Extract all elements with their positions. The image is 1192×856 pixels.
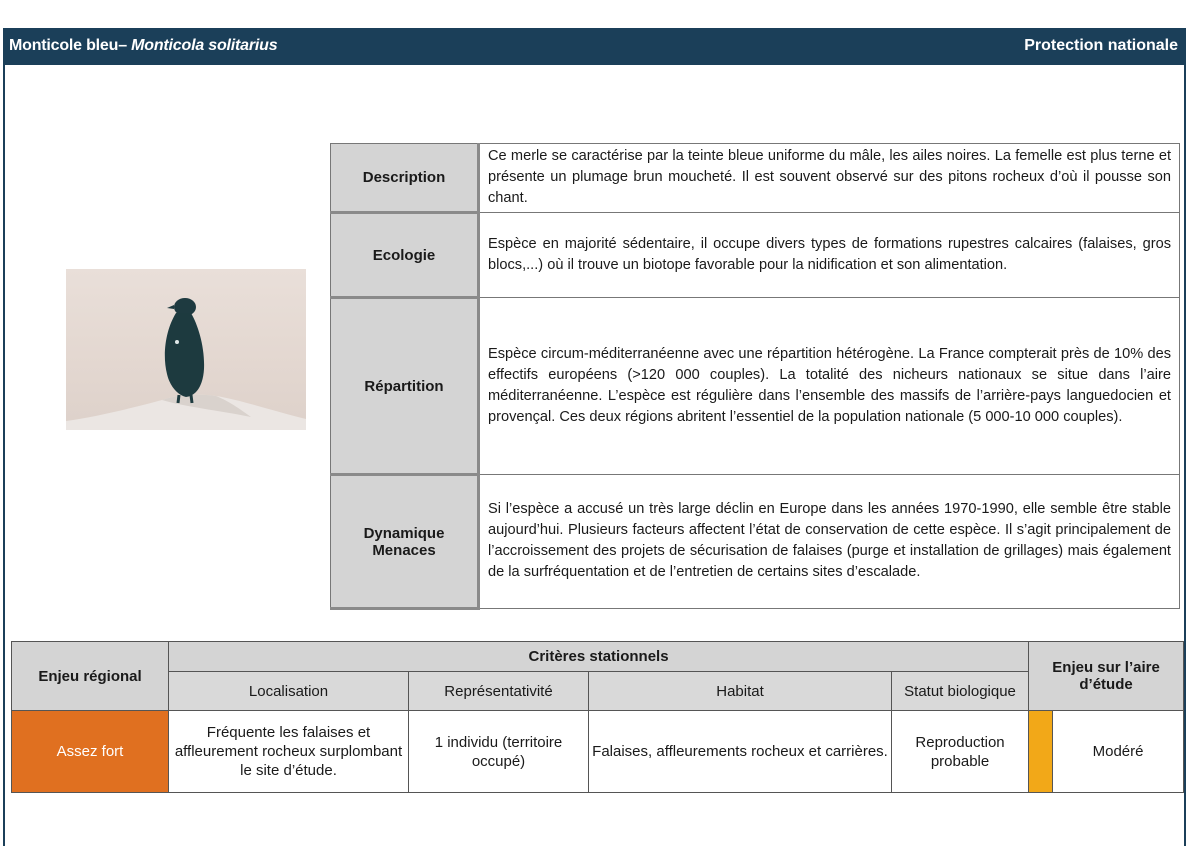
dynamique-label: Dynamique [363, 524, 445, 542]
localisation-value: Fréquente les falaises et affleurement r… [168, 710, 409, 793]
card-frame [3, 28, 1186, 846]
bird-silhouette-image [66, 298, 306, 430]
habitat-value: Falaises, affleurements rocheux et carri… [588, 710, 892, 793]
enjeu-regional-header: Enjeu régional [11, 641, 169, 711]
ecologie-text: Espèce en majorité sédentaire, il occupe… [478, 212, 1180, 298]
info-row-ecologie: Ecologie Espèce en majorité sédentaire, … [330, 212, 1180, 299]
common-name: Monticole bleu– [9, 37, 127, 54]
enjeu-aire-color-swatch [1028, 710, 1054, 793]
criteres-stationnels-header: Critères stationnels [167, 641, 1030, 672]
description-text: Ce merle se caractérise par la teinte bl… [478, 143, 1180, 213]
representativite-value: 1 individu (territoire occupé) [408, 710, 589, 793]
col-representativite: Représentativité [408, 671, 589, 711]
species-title: Monticole bleu– Monticola solitarius [9, 37, 278, 55]
info-row-description: Description Ce merle se caractérise par … [330, 143, 1180, 214]
repartition-label: Répartition [330, 297, 480, 476]
enjeu-aire-header: Enjeu sur l’aire d’étude [1028, 641, 1185, 711]
latin-name: Monticola solitarius [131, 37, 278, 54]
statut-biologique-value: Reproduction probable [890, 710, 1030, 793]
dynamique-menaces-label: Dynamique Menaces [330, 474, 480, 610]
col-habitat: Habitat [588, 671, 892, 711]
col-statut-biologique: Statut biologique [890, 671, 1030, 711]
species-header: Monticole bleu– Monticola solitarius Pro… [3, 28, 1186, 65]
description-label: Description [330, 143, 480, 214]
species-info-table: Description Ce merle se caractérise par … [330, 143, 1180, 610]
enjeu-regional-value: Assez fort [11, 710, 169, 793]
dynamique-menaces-text: Si l’espèce a accusé un très large décli… [478, 474, 1180, 609]
enjeu-aire-value: Modéré [1052, 710, 1185, 793]
criteria-subheader-row: Localisation Représentativité Habitat St… [12, 671, 1184, 711]
repartition-text: Espèce circum-méditerranéenne avec une r… [478, 297, 1180, 475]
criteria-value-row: Assez fort Fréquente les falaises et aff… [11, 710, 1185, 793]
info-row-dynamique-menaces: Dynamique Menaces Si l’espèce a accusé u… [330, 474, 1180, 610]
col-localisation: Localisation [168, 671, 409, 711]
protection-status: Protection nationale [1024, 37, 1178, 54]
criteria-header-row: Enjeu régional Critères stationnels Enje… [11, 641, 1185, 711]
info-row-repartition: Répartition Espèce circum-méditerranéenn… [330, 297, 1180, 476]
bird-photo [66, 269, 306, 430]
ecologie-label: Ecologie [330, 212, 480, 299]
criteria-table: Enjeu régional Critères stationnels Enje… [11, 641, 1185, 793]
menaces-label: Menaces [372, 541, 436, 559]
